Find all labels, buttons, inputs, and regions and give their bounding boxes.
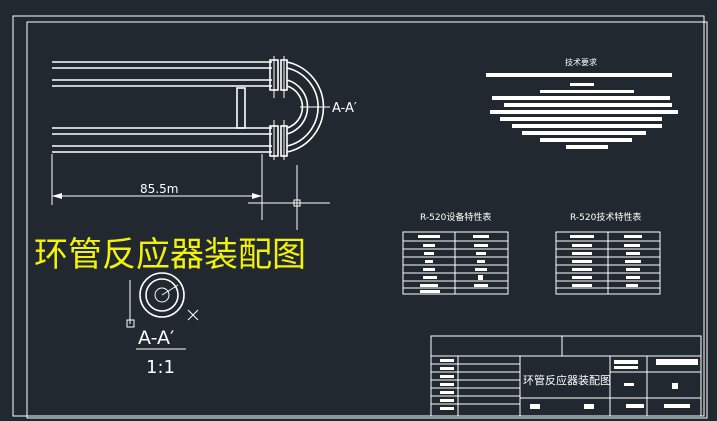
title-block: [430, 335, 702, 417]
scale-label: 1:1: [146, 357, 175, 378]
tech-requirements-text-block: [486, 73, 678, 149]
title-block-drawing-name: 环管反应器装配图: [523, 373, 611, 387]
tech-requirements-title: 技术要求: [565, 57, 597, 67]
section-view-a-a: [126, 272, 199, 328]
table-left-title: R-520设备特性表: [420, 211, 491, 223]
inner-frame: [26, 21, 708, 419]
loop-reactor-elevation: [52, 56, 330, 160]
table-right-title: R-520技术特性表: [570, 211, 641, 223]
outer-frame: [12, 15, 705, 417]
dimension-line: [51, 154, 330, 230]
dimension-label: 85.5m: [140, 182, 178, 196]
technical-characteristics-table: [555, 231, 661, 295]
section-label: A-A′: [332, 101, 357, 116]
drawing-title: 环管反应器装配图: [34, 235, 306, 275]
equipment-characteristics-table: [402, 231, 509, 295]
section-view-label: A-A′: [138, 327, 174, 349]
